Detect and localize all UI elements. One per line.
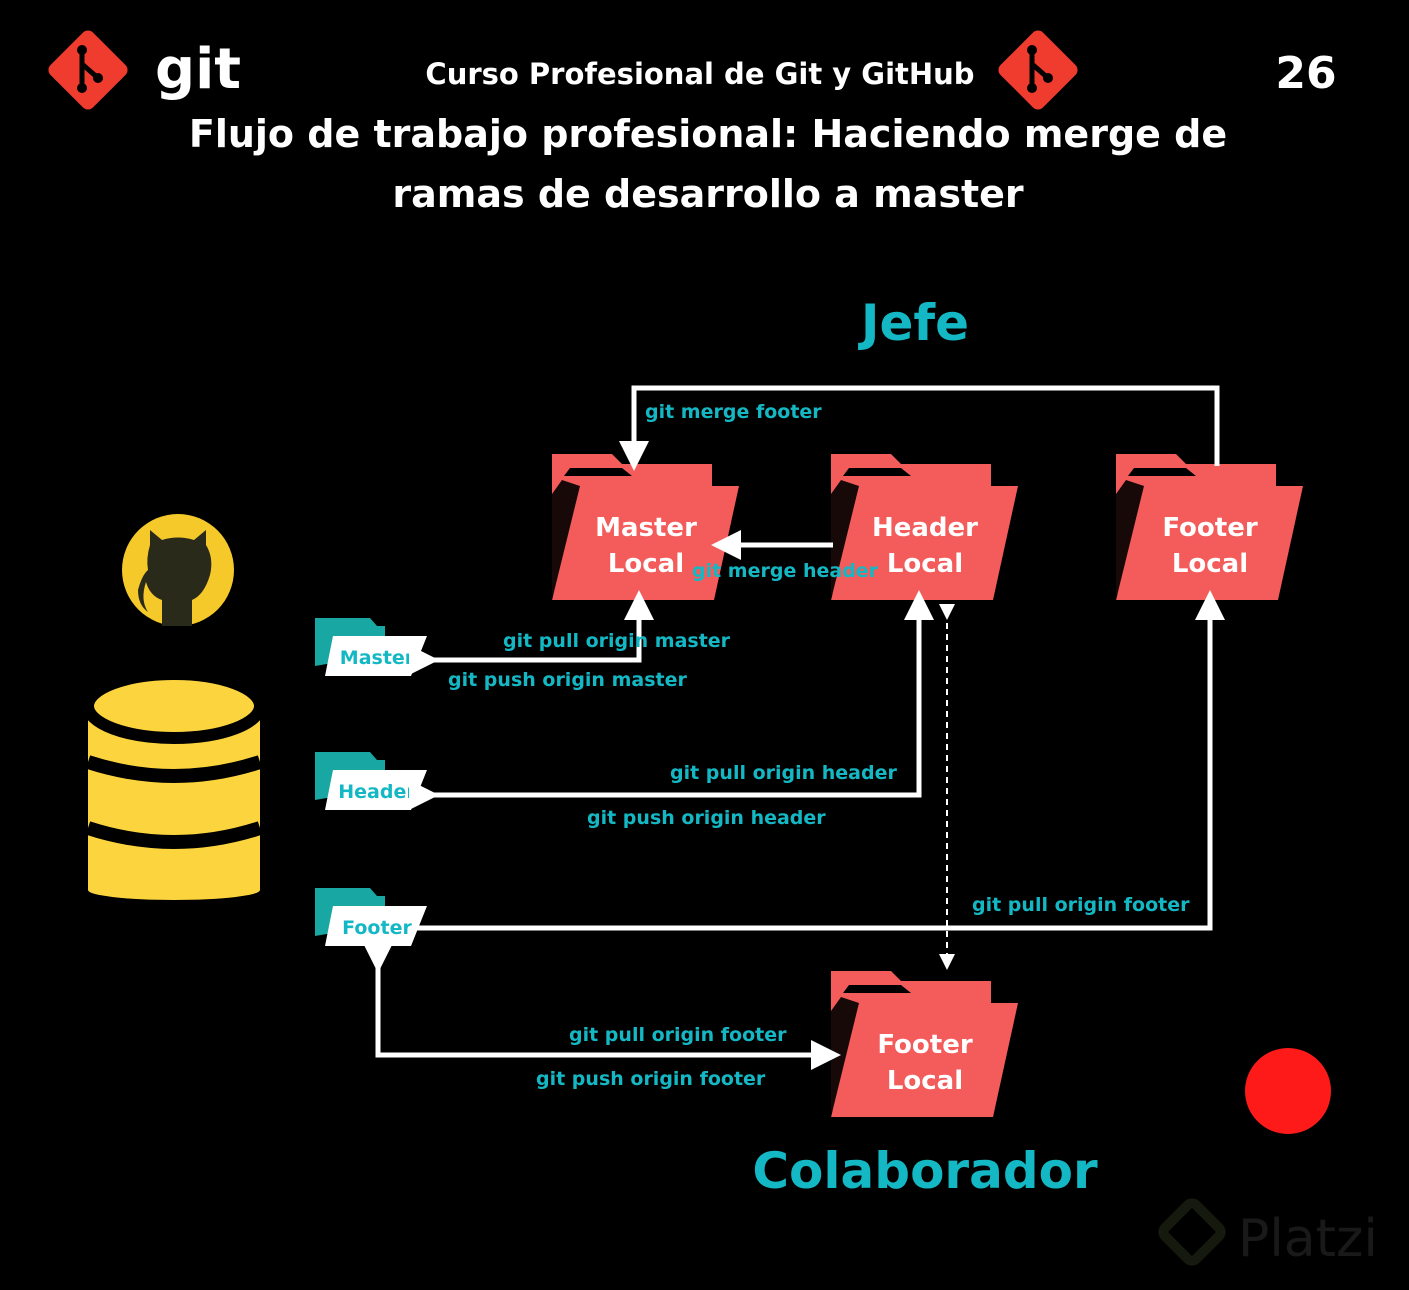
cmd-push-header: git push origin header	[587, 807, 826, 829]
remote-branch-master-label: Master	[340, 647, 415, 669]
folder-header-local: Header Local	[831, 454, 1018, 600]
platzi-watermark-text: Platzi	[1238, 1209, 1378, 1269]
slide-number: 26	[1275, 48, 1336, 99]
course-title: Curso Profesional de Git y GitHub	[425, 57, 974, 91]
arrow-header-sync	[409, 590, 934, 810]
remote-branch-master: Master	[315, 618, 427, 676]
folder-master-local-line1: Master	[595, 513, 697, 543]
arrow-merge-footer	[619, 385, 1220, 471]
page-title-line1: Flujo de trabajo profesional: Haciendo m…	[189, 112, 1227, 156]
platzi-watermark: Platzi	[1158, 1198, 1378, 1269]
folder-collab-footer-local-line2: Local	[887, 1066, 963, 1096]
cmd-push-master: git push origin master	[448, 669, 687, 691]
folder-footer-local-line1: Footer	[1162, 513, 1257, 543]
database-icon	[82, 668, 266, 900]
git-diamond-icon	[996, 28, 1081, 113]
folder-header-local-line2: Local	[887, 549, 963, 579]
folder-header-local-line1: Header	[872, 513, 978, 543]
folder-master-local-line2: Local	[608, 549, 684, 579]
git-logo-text: git	[155, 37, 241, 102]
folder-footer-local-line2: Local	[1172, 549, 1248, 579]
arrow-footer-collab-sync	[363, 943, 841, 1070]
cmd-push-footer-collab: git push origin footer	[536, 1068, 766, 1090]
cmd-pull-footer-boss: git pull origin footer	[972, 894, 1190, 916]
cmd-pull-header: git pull origin header	[670, 762, 897, 784]
remote-branch-footer-label: Footer	[342, 917, 412, 939]
folder-footer-local: Footer Local	[1116, 454, 1303, 600]
folder-master-local: Master Local	[552, 454, 739, 600]
record-dot-icon	[1245, 1048, 1331, 1134]
page-title-line2: ramas de desarrollo a master	[392, 172, 1024, 216]
cmd-merge-header: git merge header	[692, 560, 879, 582]
github-octocat-icon	[122, 514, 234, 626]
remote-branch-footer: Footer	[315, 888, 427, 946]
arrow-footer-boss-pull	[410, 590, 1225, 931]
cmd-pull-master: git pull origin master	[503, 630, 731, 652]
cmd-pull-footer-collab: git pull origin footer	[569, 1024, 787, 1046]
remote-branch-header: Header	[315, 752, 427, 810]
remote-branch-header-label: Header	[338, 781, 416, 803]
cmd-merge-footer: git merge footer	[645, 401, 822, 423]
git-logo-icon	[46, 28, 131, 113]
role-collaborator-label: Colaborador	[752, 1142, 1098, 1200]
folder-collab-footer-local-line1: Footer	[877, 1030, 972, 1060]
folder-collab-footer-local: Footer Local	[831, 971, 1018, 1117]
role-boss-label: Jefe	[858, 294, 969, 352]
